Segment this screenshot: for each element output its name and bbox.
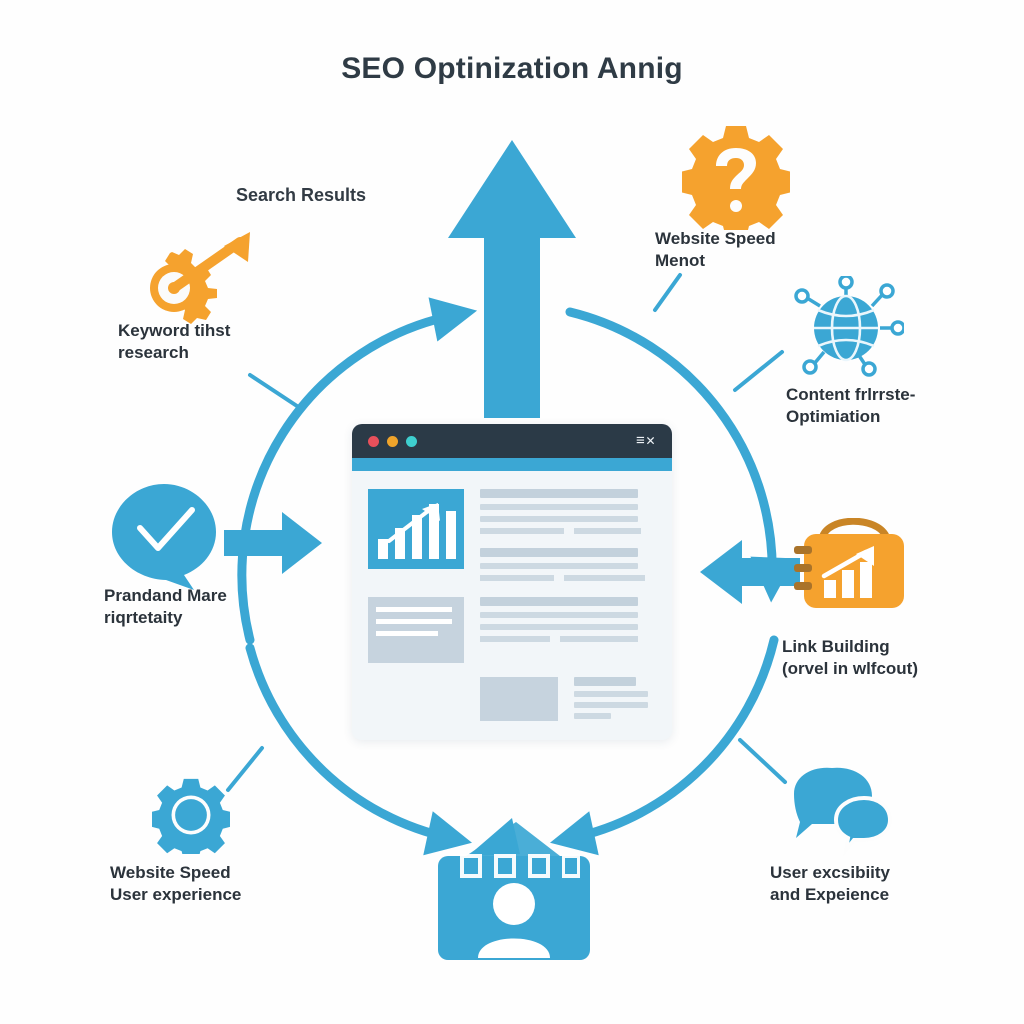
- menu-close-icon[interactable]: ≡✕: [635, 433, 656, 450]
- label-brand-quality: Prandand Mare riqrtetaity: [104, 586, 227, 627]
- tick-website-speed: [653, 273, 682, 312]
- tick-keyword: [248, 373, 302, 410]
- tick-ux: [226, 746, 264, 792]
- arc-lower-right: [550, 635, 779, 856]
- gear-arrow-icon: [150, 232, 250, 324]
- browser-titlebar: ≡✕: [352, 424, 672, 458]
- gear-icon: [152, 778, 230, 854]
- traffic-light-red-icon[interactable]: [368, 436, 379, 447]
- label-search-results: Search Results: [236, 185, 367, 205]
- content-row-bottom: [368, 677, 656, 721]
- arrow-left-to-center: [224, 512, 322, 574]
- speech-bubbles-icon: [794, 767, 893, 856]
- traffic-light-amber-icon[interactable]: [387, 436, 398, 447]
- arc-upper-left: [237, 297, 478, 645]
- browser-content: [352, 471, 672, 721]
- page-title: SEO Optinization Annig: [341, 52, 683, 85]
- check-speech-bubble-icon: [112, 484, 216, 590]
- arc-upper-right: [565, 307, 796, 603]
- label-link-building: Link Building (orvel in wlfcout): [782, 637, 918, 678]
- content-text-lines: [480, 489, 656, 581]
- gear-question-icon: [682, 126, 790, 230]
- label-user-accessibility: User excsibiity and Expeience: [770, 863, 891, 904]
- storefront-customer-icon: [438, 818, 590, 960]
- browser-accent-bar: [352, 458, 672, 471]
- content-text-lines-3: [574, 677, 656, 721]
- arc-lower-left: [245, 643, 472, 856]
- website-browser-mockup[interactable]: ≡✕: [352, 424, 672, 740]
- globe-network-icon: [794, 276, 904, 377]
- traffic-light-teal-icon[interactable]: [406, 436, 417, 447]
- arrow-right-to-center: [700, 540, 800, 604]
- chart-thumbnail-icon: [368, 489, 464, 569]
- chart-briefcase-icon: [794, 518, 904, 608]
- content-row-middle: [368, 581, 656, 663]
- content-image-block: [368, 597, 464, 663]
- label-content-optimization: Content frlrrste- Optimiation: [786, 385, 916, 426]
- label-website-speed-ux: Website Speed User experience: [110, 863, 242, 904]
- content-text-lines-2: [480, 597, 656, 642]
- label-keyword-research: Keyword tihst research: [118, 321, 231, 362]
- label-website-speed-menot: Website Speed Menot: [655, 229, 776, 270]
- content-thumbnail-block: [480, 677, 558, 721]
- tick-content: [733, 350, 784, 392]
- content-row-top: [368, 489, 656, 581]
- tick-user-access: [738, 738, 787, 784]
